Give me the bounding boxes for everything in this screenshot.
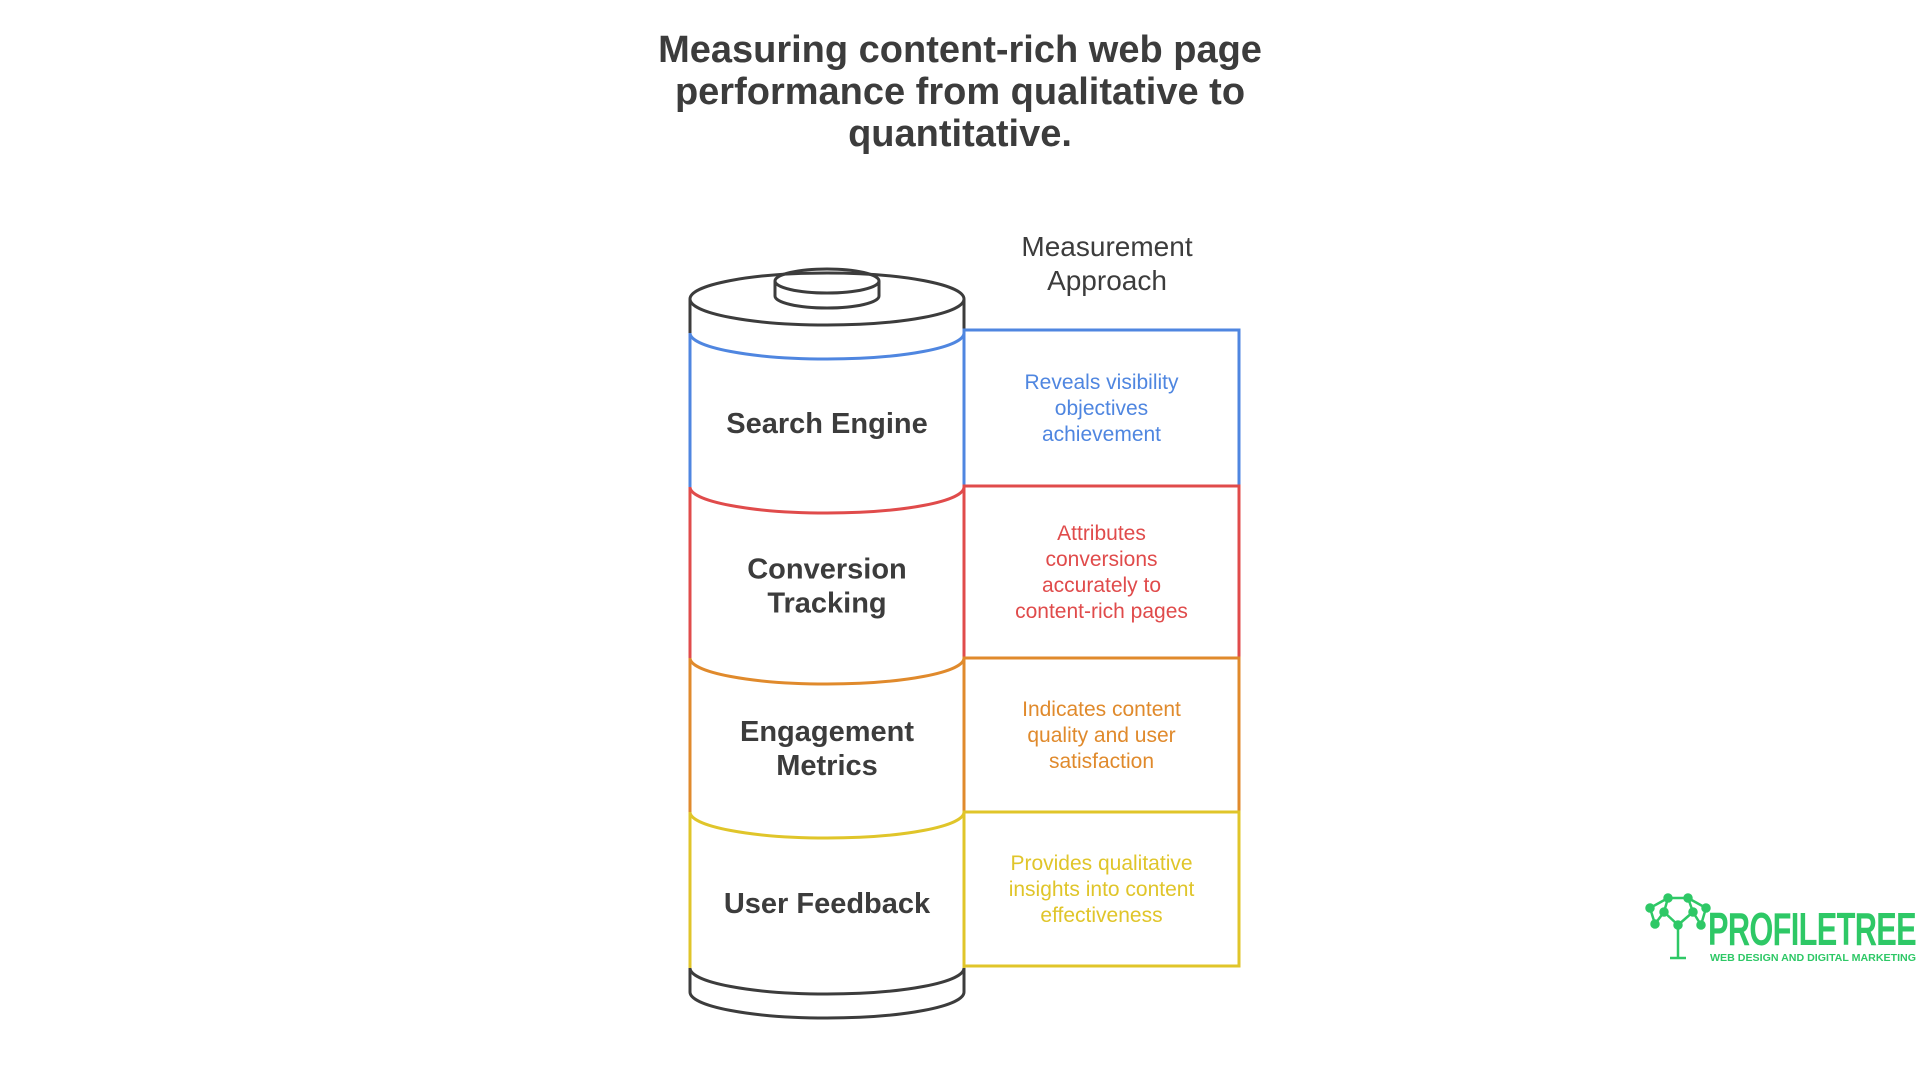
layer-label: Search Engine (726, 408, 927, 440)
description-line: quality and user (1027, 724, 1175, 747)
layer-label: Metrics (776, 750, 878, 782)
description-line: conversions (1045, 548, 1157, 571)
description-box (962, 810, 1241, 968)
description-line: accurately to (1042, 574, 1161, 597)
cylinder-bottom-rim-top (688, 967, 966, 996)
layer-label: Engagement (740, 716, 914, 748)
description-line: insights into content (1009, 878, 1195, 901)
layer-label: User Feedback (724, 888, 931, 920)
layer-band (688, 811, 966, 968)
layer-band (688, 332, 966, 487)
layer-label: Tracking (767, 588, 886, 620)
description-line: Attributes (1057, 522, 1146, 545)
title-line: quantitative. (848, 113, 1072, 155)
description-line: achievement (1042, 423, 1161, 446)
cylinder-top-cap (688, 267, 966, 333)
title-line: performance from qualitative to (675, 71, 1245, 113)
cylinder-bottom-rim (688, 991, 966, 1020)
layer-band (688, 657, 966, 812)
description-line: effectiveness (1040, 904, 1162, 927)
cylinder-layers: Search Engine Reveals visibility objective… (688, 328, 1241, 968)
description-line: objectives (1055, 397, 1148, 420)
description-line: satisfaction (1049, 750, 1154, 773)
measurement-approach-header: Measurement Approach (1021, 231, 1192, 296)
logo-wordmark: PROFILETREE (1708, 903, 1916, 955)
description-line: Indicates content (1022, 698, 1181, 721)
description-box (962, 484, 1241, 660)
header-line: Measurement (1021, 231, 1192, 262)
description-line: Provides qualitative (1010, 852, 1192, 875)
layer-1: Search Engine Reveals visibility objective… (688, 328, 1241, 488)
description-line: Reveals visibility (1024, 371, 1179, 394)
header-line: Approach (1047, 265, 1167, 296)
layer-band (688, 486, 966, 658)
layer-4: User Feedback Provides qualitative insight… (688, 810, 1241, 968)
cylinder-knob-front (773, 295, 881, 310)
page-title: Measuring content-rich web page performa… (658, 29, 1262, 155)
tree-network-icon (1645, 893, 1711, 960)
cylinder-bottom-cap (688, 967, 966, 1020)
logo-tagline: WEB DESIGN AND DIGITAL MARKETING (1710, 952, 1916, 964)
profiletree-logo: PROFILETREE WEB DESIGN AND DIGITAL MARKE… (1645, 893, 1917, 964)
title-line: Measuring content-rich web page (658, 29, 1262, 71)
layer-label: Conversion (747, 554, 907, 586)
description-line: content-rich pages (1015, 600, 1188, 623)
